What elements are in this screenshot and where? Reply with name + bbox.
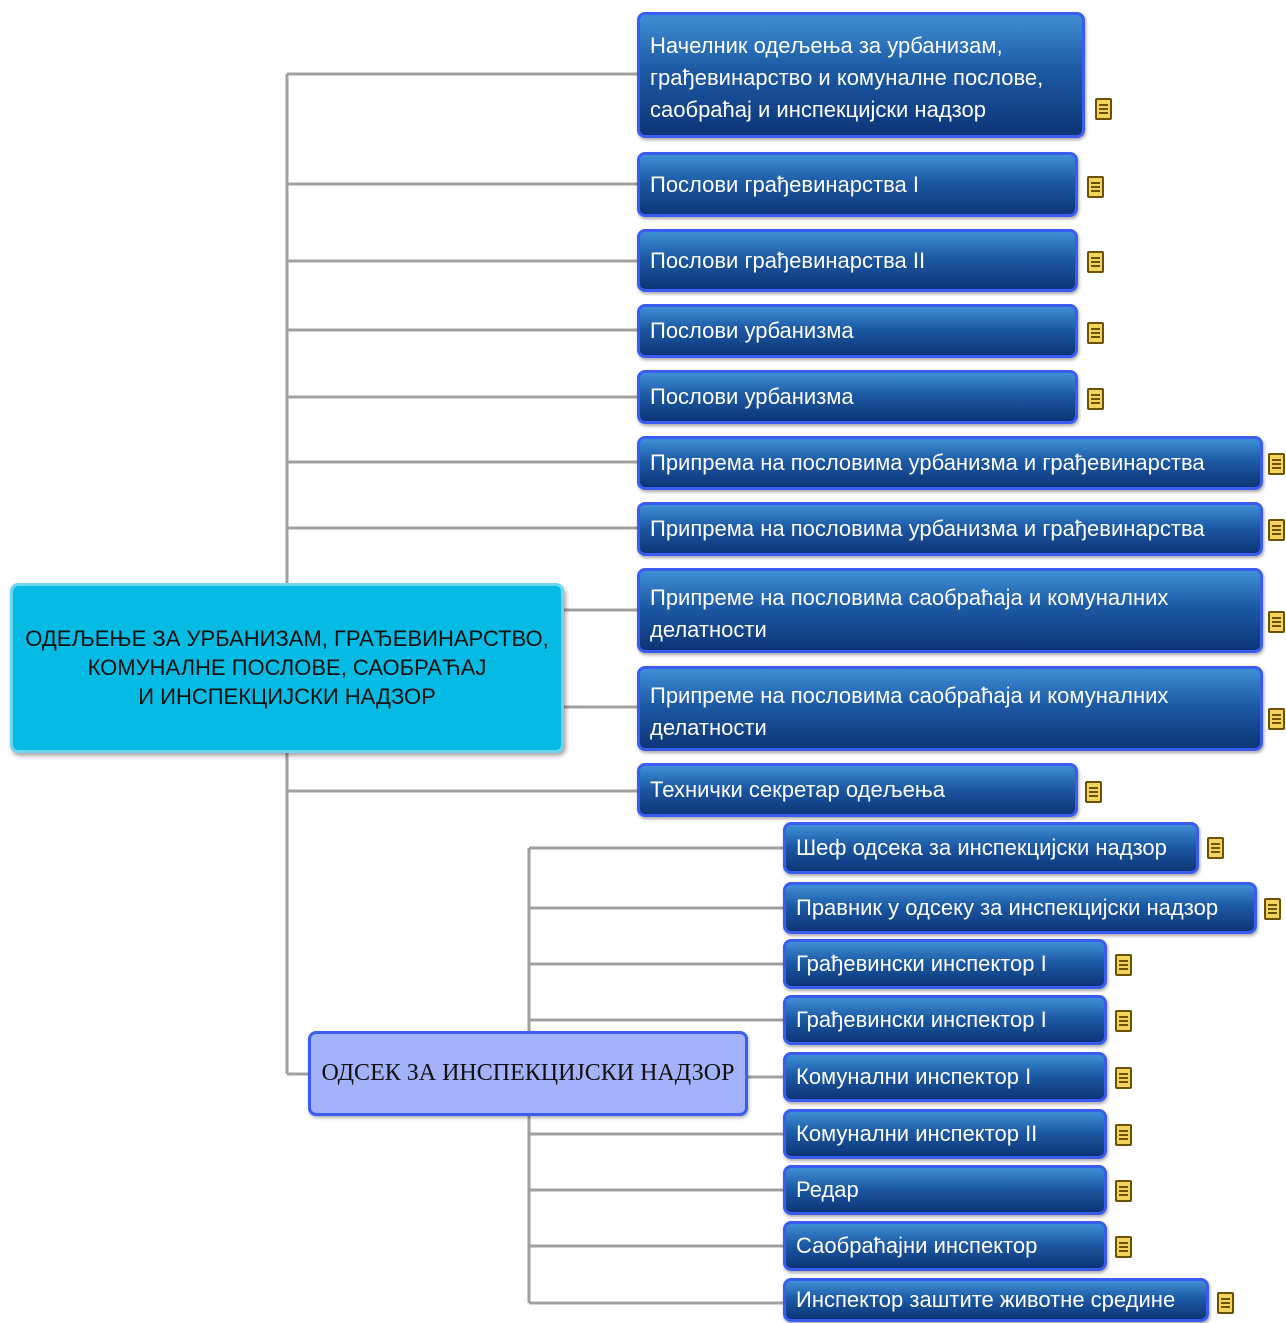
note-icon[interactable]: [1115, 1180, 1132, 1202]
note-icon[interactable]: [1087, 322, 1104, 344]
sub-node-traffic-inspector[interactable]: Саобраћајни инспектор: [783, 1221, 1107, 1271]
note-icon[interactable]: [1207, 837, 1224, 859]
branch-node-construction-1[interactable]: Послови грађевинарства I: [637, 152, 1078, 217]
branch-label: Припрема на пословима урбанизма и грађев…: [650, 450, 1205, 475]
root-department-node[interactable]: ОДЕЉЕЊЕ ЗА УРБАНИЗАМ, ГРАЂЕВИНАРСТВО, КО…: [10, 583, 564, 753]
sub-node-label: Правник у одсеку за инспекцијски надзор: [796, 895, 1219, 920]
sub-node-label: Грађевински инспектор I: [796, 1007, 1047, 1032]
branch-node-construction-2[interactable]: Послови грађевинарства II: [637, 229, 1078, 292]
branch-label: Припрема на пословима урбанизма и грађев…: [650, 516, 1205, 541]
sub-node-label: Инспектор заштите животне средине: [796, 1287, 1176, 1312]
note-icon[interactable]: [1217, 1292, 1234, 1314]
sub-node-communal-inspector-2[interactable]: Комунални инспектор II: [783, 1109, 1107, 1159]
branch-label: Послови урбанизма: [650, 384, 854, 409]
note-icon[interactable]: [1268, 708, 1285, 730]
sub-node-communal-inspector-1[interactable]: Комунални инспектор I: [783, 1052, 1107, 1102]
sub-node-label: Грађевински инспектор I: [796, 951, 1047, 976]
note-icon[interactable]: [1268, 519, 1285, 541]
branch-label: Послови грађевинарства I: [650, 171, 919, 197]
branch-label-line-2: делатности: [650, 617, 767, 642]
sub-node-label: Шеф одсека за инспекцијски надзор: [796, 835, 1167, 860]
note-icon[interactable]: [1268, 611, 1285, 633]
note-icon[interactable]: [1268, 453, 1285, 475]
branch-label-line-1: Припреме на пословима саобраћаја и комун…: [650, 683, 1169, 708]
branch-label-line-2: делатности: [650, 715, 767, 740]
branch-node-preparation-1[interactable]: Припрема на пословима урбанизма и грађев…: [637, 436, 1263, 490]
branch-head-line-1: Начелник одељења за урбанизам,: [650, 33, 1003, 58]
root-line-3: И ИНСПЕКЦИЈСКИ НАДЗОР: [138, 684, 436, 709]
sub-node-inspection-chief[interactable]: Шеф одсека за инспекцијски надзор: [783, 822, 1199, 874]
inspection-subsection-node[interactable]: ОДСЕК ЗА ИНСПЕКЦИЈСКИ НАДЗОР: [308, 1031, 748, 1116]
branch-label: Технички секретар одељења: [650, 777, 946, 802]
note-icon[interactable]: [1095, 98, 1112, 120]
branch-label: Послови урбанизма: [650, 318, 854, 343]
sub-node-label: Саобраћајни инспектор: [796, 1233, 1038, 1258]
branch-node-technical-secretary[interactable]: Технички секретар одељења: [637, 763, 1078, 817]
sub-node-label: Комунални инспектор I: [796, 1064, 1032, 1089]
branch-head-line-2: грађевинарство и комуналне послове,: [650, 65, 1044, 90]
branch-node-head[interactable]: Начелник одељења за урбанизам, грађевина…: [637, 12, 1085, 138]
note-icon[interactable]: [1085, 781, 1102, 803]
sub-node-warden[interactable]: Редар: [783, 1165, 1107, 1215]
root-line-2: КОМУНАЛНЕ ПОСЛОВЕ, САОБРАЋАЈ: [87, 655, 487, 680]
branch-node-urbanism-2[interactable]: Послови урбанизма: [637, 370, 1078, 424]
note-icon[interactable]: [1115, 954, 1132, 976]
branch-label: Послови грађевинарства II: [650, 247, 926, 273]
subsection-label: ОДСЕК ЗА ИНСПЕКЦИЈСКИ НАДЗОР: [321, 1060, 735, 1086]
note-icon[interactable]: [1087, 176, 1104, 198]
branch-head-line-3: саобраћај и инспекцијски надзор: [650, 97, 986, 122]
note-icon[interactable]: [1087, 251, 1104, 273]
branch-label-line-1: Припреме на пословима саобраћаја и комун…: [650, 585, 1169, 610]
note-icon[interactable]: [1087, 388, 1104, 410]
branch-node-traffic-prep-2[interactable]: Припреме на пословима саобраћаја и комун…: [637, 666, 1263, 751]
sub-node-building-inspector-1[interactable]: Грађевински инспектор I: [783, 939, 1107, 989]
branch-node-urbanism-1[interactable]: Послови урбанизма: [637, 304, 1078, 358]
sub-node-lawyer[interactable]: Правник у одсеку за инспекцијски надзор: [783, 882, 1257, 934]
sub-node-label: Комунални инспектор II: [796, 1121, 1038, 1146]
sub-node-building-inspector-2[interactable]: Грађевински инспектор I: [783, 995, 1107, 1045]
note-icon[interactable]: [1115, 1236, 1132, 1258]
branch-node-preparation-2[interactable]: Припрема на пословима урбанизма и грађев…: [637, 502, 1263, 556]
note-icon[interactable]: [1115, 1067, 1132, 1089]
sub-node-label: Редар: [796, 1177, 859, 1202]
branch-node-traffic-prep-1[interactable]: Припреме на пословима саобраћаја и комун…: [637, 568, 1263, 653]
note-icon[interactable]: [1115, 1124, 1132, 1146]
root-line-1: ОДЕЉЕЊЕ ЗА УРБАНИЗАМ, ГРАЂЕВИНАРСТВО,: [25, 626, 549, 651]
sub-node-environment-inspector[interactable]: Инспектор заштите животне средине: [783, 1278, 1209, 1322]
note-icon[interactable]: [1115, 1010, 1132, 1032]
note-icon[interactable]: [1264, 898, 1281, 920]
